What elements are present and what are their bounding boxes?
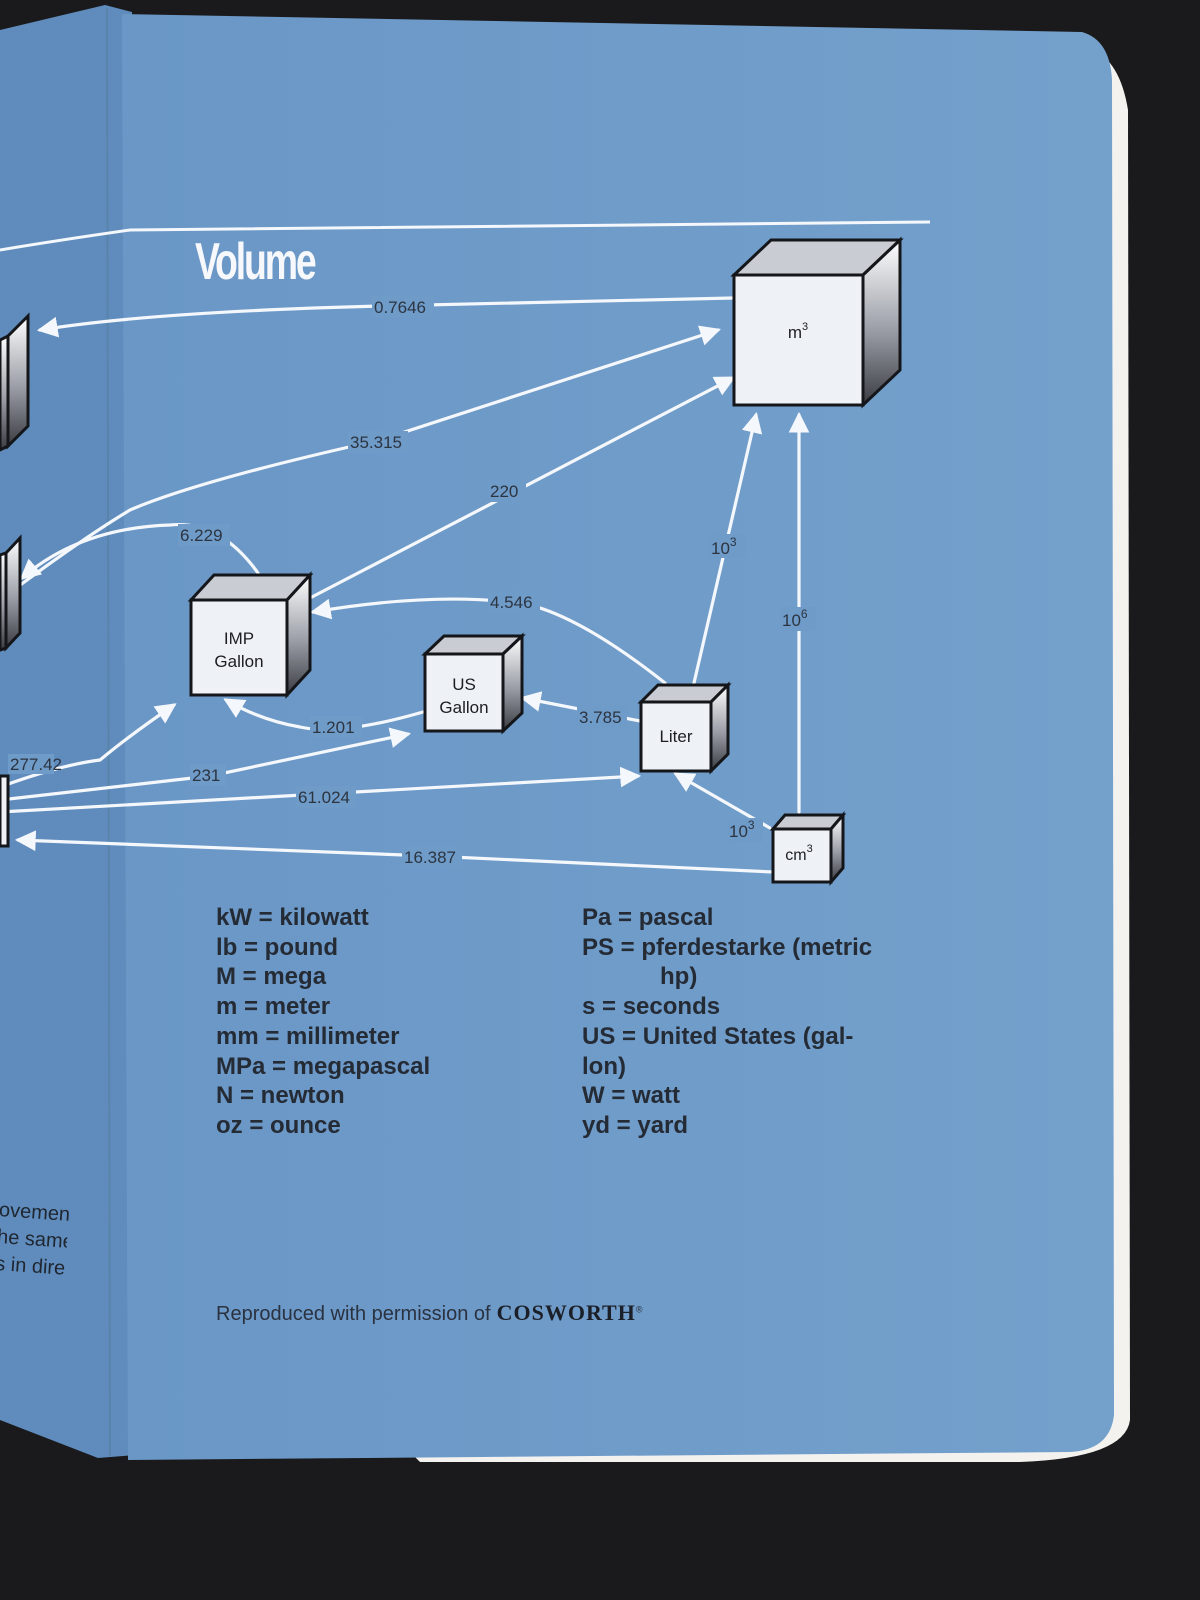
cosworth-logo: COSWORTH — [496, 1300, 636, 1325]
label-277-42: 277.42 — [10, 755, 62, 774]
label-231: 231 — [192, 766, 220, 785]
spine-line: s in direc- — [0, 1252, 70, 1281]
legend-item: W = watt — [582, 1082, 681, 1110]
box-us-gallon-line1: US — [452, 675, 476, 694]
svg-text:m3: m3 — [788, 321, 808, 342]
legend-item: MPa = megapascal — [216, 1052, 431, 1080]
legend-item-continuation: lon) — [582, 1052, 626, 1080]
spine-text-fragment: ovement he same s in direc- — [0, 1197, 70, 1283]
legend-item: m = meter — [216, 993, 331, 1021]
box-liter: Liter — [637, 681, 732, 775]
arrow-ft3-to-m3 — [0, 325, 721, 602]
svg-text:Gallon: Gallon — [439, 698, 488, 717]
partial-box-yd3 — [0, 312, 30, 452]
box-imp-gallon-line2: Gallon — [214, 652, 263, 671]
conversion-labels: 0.7646 35.315 220 6.229 4.546 103 106 1.… — [8, 296, 816, 868]
label-cm3-to-m3: 106 — [782, 607, 808, 630]
legend-item: N = newton — [216, 1082, 345, 1110]
legend-left: kW = kilowatt lb = pound M = mega m = me… — [216, 903, 430, 1141]
label-220: 220 — [490, 482, 518, 501]
legend-right: Pa = pascal PS = pferdestarke (metric hp… — [582, 903, 902, 1141]
credit-text: Reproduced with permission of — [216, 1303, 491, 1325]
label-4-546: 4.546 — [490, 593, 533, 612]
partial-box-ft3 — [0, 534, 22, 652]
legend-item: mm = millimeter — [216, 1022, 400, 1050]
arrow-impgal-to-ft3 — [19, 522, 260, 581]
legend-item: PS = pferdestarke (metric — [582, 933, 873, 961]
label-3-785: 3.785 — [579, 708, 622, 727]
registered-mark: ® — [635, 1304, 643, 1315]
legend-item: US = United States (gal- — [582, 1022, 854, 1050]
arrow-m3-to-yd3 — [36, 296, 735, 338]
legend-item: yd = yard — [582, 1111, 689, 1139]
legend-item: Pa = pascal — [582, 904, 714, 931]
label-16-387: 16.387 — [404, 848, 456, 867]
label-0-7646: 0.7646 — [374, 298, 426, 317]
header-rule — [0, 220, 931, 252]
legend-item: s = seconds — [582, 993, 721, 1021]
svg-text:Gallon: Gallon — [214, 652, 263, 671]
label-1-201: 1.201 — [312, 718, 355, 737]
box-cm3-label: cm — [785, 847, 806, 864]
label-6-229: 6.229 — [180, 526, 223, 545]
box-m3: m3 — [730, 236, 904, 409]
arrow-usgal-to-impgal — [223, 698, 425, 732]
legend-item: oz = ounce — [216, 1111, 341, 1139]
box-imp-gallon: IMP Gallon — [187, 571, 314, 699]
spine-crease — [106, 7, 111, 1457]
label-61-024: 61.024 — [298, 788, 350, 807]
arrow-in3-to-impgal — [0, 703, 177, 789]
box-cm3: cm3 — [769, 810, 847, 887]
box-m3-label: m — [788, 323, 802, 342]
box-us-gallon-line2: Gallon — [439, 698, 488, 717]
svg-text:IMP: IMP — [224, 629, 254, 648]
label-35-315: 35.315 — [350, 433, 402, 452]
box-us-gallon: US Gallon — [421, 632, 526, 735]
box-liter-label: Liter — [659, 727, 692, 746]
legend-item-continuation: hp) — [660, 963, 698, 991]
box-imp-gallon-line1: IMP — [224, 629, 254, 648]
svg-text:US: US — [452, 675, 476, 694]
partial-box-in3 — [0, 774, 10, 848]
label-liter-to-m3: 103 — [711, 535, 737, 558]
book-cover — [122, 14, 1114, 1460]
label-cm3-to-liter: 103 — [729, 818, 755, 841]
legend-item: M = mega — [216, 963, 327, 991]
legend-item: lb = pound — [216, 933, 338, 961]
svg-text:cm3: cm3 — [785, 843, 812, 864]
legend-item: kW = kilowatt — [216, 904, 369, 931]
section-heading: Volume — [195, 233, 317, 291]
book-spine — [0, 5, 135, 1458]
